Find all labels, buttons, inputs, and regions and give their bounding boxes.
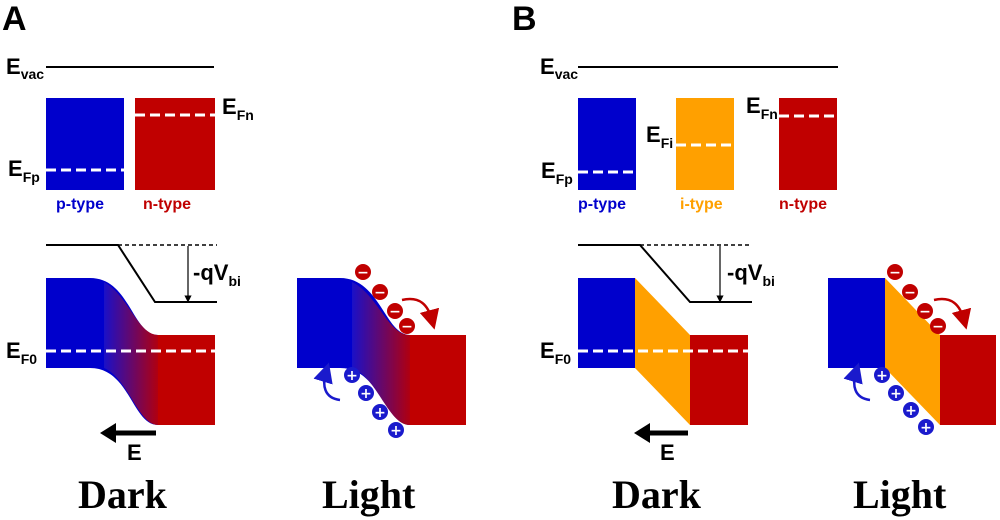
panel-b-electrons: − − − − [887,264,972,335]
panel-a-light-band-n [410,335,466,425]
panel-b-n-type-label: n-type [779,196,827,213]
panel-b-p-type-label: p-type [578,196,626,213]
panel-b-dark-band-n [690,335,748,425]
electron [902,284,918,300]
hole [918,419,934,435]
panel-a-evac-label: Evac [6,54,44,82]
electron [930,318,946,334]
panel-a-light-depletion [352,282,410,425]
panel-b-dark-caption: Dark [612,472,702,517]
panel-a-field-label: E [127,440,142,465]
panel-b-efn-label: EFn [746,93,778,122]
electron-sign: − [919,304,931,320]
panel-b-holes: + + + + [843,362,934,436]
hole-sign: + [890,386,902,402]
panel-b-qvbi-label: -qVbi [727,260,775,289]
hole [388,422,404,438]
panel-a-n-block [135,98,215,190]
panel-a-ef0-label: EF0 [6,338,37,367]
panel-a-p-block [46,98,124,190]
electron-sign: − [357,265,369,281]
electron [399,318,415,334]
panel-b-i-type-label: i-type [680,196,723,213]
electron-sign: − [904,285,916,301]
hole-sign: + [390,423,402,439]
electron-sign: − [889,265,901,281]
electron-sign: − [401,319,413,335]
panel-a-p-type-label: p-type [56,196,104,213]
panel-b-light-band-p [828,278,885,368]
panel-b-efi-label: EFi [646,122,673,151]
panel-b-letter: B [512,0,537,38]
hole [888,385,904,401]
electron-sign: − [389,304,401,320]
panel-a-dark-caption: Dark [78,472,168,517]
hole-sign: + [360,386,372,402]
electron-sign: − [374,285,386,301]
panel-a-electron-drift-arrow [401,297,440,330]
electron [387,303,403,319]
panel-b-n-block [779,98,837,190]
hole [358,385,374,401]
panel-b-hole-drift-arrow [843,362,871,402]
panel-a-n-type-label: n-type [143,196,191,213]
panel-a-light-caption: Light [322,472,416,517]
panel-a-letter: A [2,0,27,38]
panel-a-dark-depletion [104,282,158,425]
panel-b-electron-drift-arrow [933,297,972,330]
panel-b-dark-band-p [578,278,635,368]
hole-sign: + [876,368,888,384]
panel-a-dark-band-n [158,335,215,425]
hole-sign: + [905,403,917,419]
electron [372,284,388,300]
hole [372,404,388,420]
electron [917,303,933,319]
hole [903,402,919,418]
panel-a-efp-label: EFp [8,156,40,185]
panel-b-ef0-label: EF0 [540,338,571,367]
hole [874,367,890,383]
panel-b-field-label: E [660,440,675,465]
hole-sign: + [920,420,932,436]
hole-sign: + [346,368,358,384]
panel-b-light-caption: Light [853,472,947,517]
panel-a-qvbi-label: -qVbi [193,260,241,289]
panel-b-light-band-i [885,278,940,425]
panel-b-efp-label: EFp [541,158,573,187]
panel-a-field-arrowhead [100,423,116,443]
panel-a-electrons: − − − − [355,264,440,335]
panel-a-holes: + + + + [313,362,404,439]
panel-a: A Evac EFn EFp p-type n-type -qVbi EF0 E [2,0,466,517]
panel-b-field-arrowhead [634,423,650,443]
electron [887,264,903,280]
panel-b-p-block [578,98,636,190]
panel-b-light-band-n [940,335,996,425]
panel-a-hole-drift-arrow [313,362,341,402]
panel-a-efn-label: EFn [222,94,254,123]
panel-b: B Evac EFp EFi EFn p-type i-type n-type … [512,0,996,517]
hole [344,367,360,383]
panel-b-evac-label: Evac [540,54,578,82]
electron-sign: − [932,319,944,335]
electron [355,264,371,280]
hole-sign: + [374,405,386,421]
